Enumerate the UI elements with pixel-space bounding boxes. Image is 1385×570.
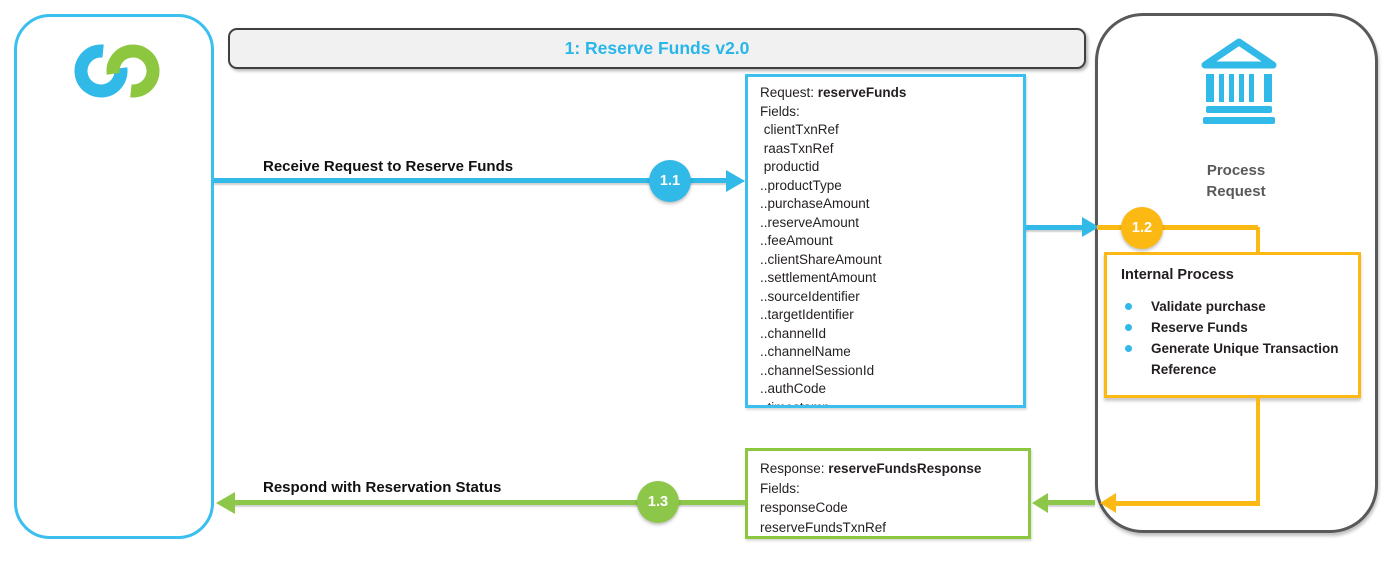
list-item: ..settlementAmount bbox=[760, 270, 877, 285]
list-item: ..sourceIdentifier bbox=[760, 288, 860, 304]
orange-path-vertical-down bbox=[1255, 396, 1260, 504]
step-badge-1-2: 1.2 bbox=[1121, 207, 1163, 249]
arrowhead-left-icon bbox=[1032, 493, 1048, 513]
client-participant-panel bbox=[14, 14, 214, 539]
list-item: ..authCode bbox=[760, 381, 827, 396]
list-item: responseCode bbox=[760, 500, 848, 515]
arrow-line-to-response-box bbox=[1046, 500, 1095, 505]
diagram-title-bar: 1: Reserve Funds v2.0 bbox=[228, 28, 1086, 69]
arrow-line-to-processor bbox=[1026, 225, 1086, 230]
arrowhead-right-icon bbox=[1082, 217, 1099, 237]
flow-label-process-request: Process Request bbox=[1206, 162, 1266, 200]
orange-path-horizontal-top bbox=[1097, 225, 1258, 230]
arrowhead-left-icon bbox=[1100, 493, 1116, 513]
bank-icon bbox=[1201, 38, 1277, 124]
request-fields-label: Fields: bbox=[760, 103, 800, 119]
orange-path-horizontal-bottom bbox=[1112, 501, 1260, 506]
response-fields-list: responseCode reserveFundsTxnRef bbox=[760, 498, 1016, 536]
list-item: clientTxnRef bbox=[760, 122, 839, 137]
orange-path-vertical-into-box bbox=[1255, 227, 1260, 254]
response-fields-label: Fields: bbox=[760, 480, 800, 496]
arrowhead-left-icon bbox=[216, 492, 235, 514]
diagram-title: 1: Reserve Funds v2.0 bbox=[564, 38, 750, 58]
request-title: Request: reserveFunds bbox=[760, 85, 907, 100]
list-item: ..clientShareAmount bbox=[760, 251, 882, 267]
response-title: Response: reserveFundsResponse bbox=[760, 461, 982, 476]
interlocking-rings-logo-icon bbox=[74, 44, 160, 98]
list-item: Generate Unique Transaction Reference bbox=[1121, 338, 1348, 380]
list-item: ..timestamp bbox=[760, 399, 830, 408]
response-message-box: Response: reserveFundsResponse Fields: r… bbox=[745, 448, 1031, 539]
list-item: ..channelId bbox=[760, 325, 827, 341]
list-item: ..targetIdentifier bbox=[760, 307, 854, 322]
list-item: ..channelName bbox=[760, 344, 851, 359]
step-badge-1-1: 1.1 bbox=[649, 160, 691, 202]
list-item: reserveFundsTxnRef bbox=[760, 519, 887, 535]
internal-process-title: Internal Process bbox=[1121, 267, 1234, 283]
list-item: ..productType bbox=[760, 177, 842, 193]
list-item: ..purchaseAmount bbox=[760, 196, 870, 211]
request-fields-list: clientTxnRef raasTxnRef productid ..produ… bbox=[760, 121, 1011, 408]
list-item: ..channelSessionId bbox=[760, 362, 875, 378]
request-message-box: Request: reserveFunds Fields: clientTxnR… bbox=[745, 74, 1026, 408]
flow-label-respond: Respond with Reservation Status bbox=[263, 479, 502, 496]
list-item: raasTxnRef bbox=[760, 140, 834, 156]
arrow-line-receive-request bbox=[214, 178, 731, 183]
list-item: ..feeAmount bbox=[760, 233, 833, 248]
list-item: Validate purchase bbox=[1121, 296, 1348, 317]
arrow-line-respond bbox=[230, 500, 745, 505]
arrowhead-right-icon bbox=[726, 170, 745, 192]
list-item: Reserve Funds bbox=[1121, 317, 1348, 338]
flow-label-receive-request: Receive Request to Reserve Funds bbox=[263, 158, 514, 175]
step-badge-1-3: 1.3 bbox=[637, 481, 679, 523]
list-item: ..reserveAmount bbox=[760, 214, 860, 230]
list-item: productid bbox=[760, 159, 820, 174]
